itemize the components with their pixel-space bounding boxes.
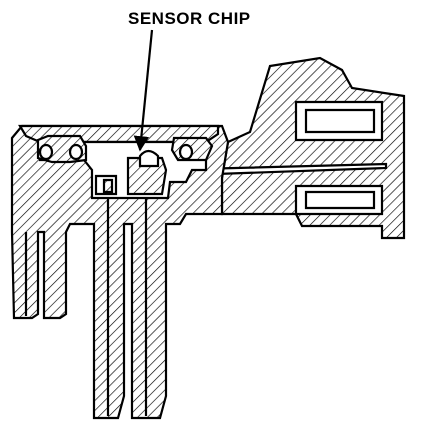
callout-arrow: [133, 29, 154, 152]
left-o-ring-2: [68, 143, 84, 161]
sensor-chip-label: SENSOR CHIP: [128, 9, 251, 28]
connector-cavity-lower-inner: [304, 190, 376, 210]
left-internal-post: [102, 178, 114, 194]
connector-cavity-upper-inner: [304, 108, 376, 134]
sensor-body: [10, 124, 230, 420]
chip-diaphragm: [138, 149, 160, 168]
connector-cavity-lower: [294, 184, 384, 216]
right-o-ring: [178, 143, 194, 161]
left-o-ring: [38, 143, 54, 161]
connector-cavity-upper: [294, 100, 384, 142]
